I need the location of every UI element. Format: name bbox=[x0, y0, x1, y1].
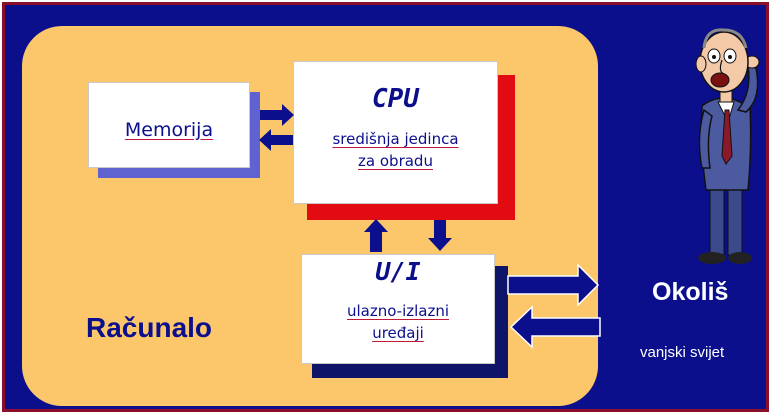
io-subtitle-line2: uređaji bbox=[372, 324, 424, 342]
arrow-cpu-to-memory bbox=[259, 129, 293, 151]
arrow-memory-to-cpu bbox=[260, 104, 294, 126]
arrow-io-to-cpu bbox=[364, 219, 388, 252]
cpu-title: CPU bbox=[372, 84, 419, 114]
person-icon bbox=[695, 28, 760, 264]
cpu-subtitle-line2: za obradu bbox=[358, 152, 433, 170]
environment-title: Okoliš bbox=[652, 278, 729, 306]
cpu-box: CPU središnja jedinca za obradu bbox=[293, 61, 498, 204]
cpu-subtitle-line1: središnja jedinca bbox=[332, 130, 459, 148]
memory-box: Memorija bbox=[88, 82, 250, 168]
io-box: U/I ulazno-izlazni uređaji bbox=[301, 254, 495, 364]
arrow-cpu-to-io bbox=[428, 220, 452, 251]
arrow-io-to-environment bbox=[507, 263, 600, 307]
environment-subtitle: vanjski svijet bbox=[640, 344, 725, 361]
arrow-environment-to-io bbox=[509, 305, 601, 349]
io-subtitle-line1: ulazno-izlazni bbox=[346, 302, 450, 320]
io-title: U/I bbox=[375, 257, 421, 286]
memory-label: Memorija bbox=[124, 119, 214, 141]
computer-label: Računalo bbox=[86, 312, 213, 343]
